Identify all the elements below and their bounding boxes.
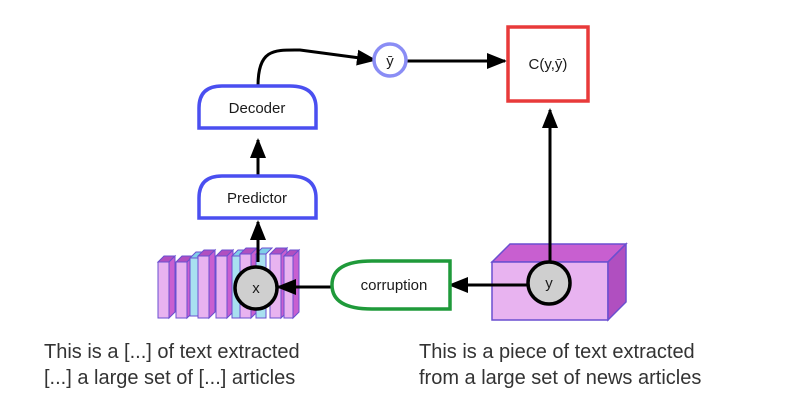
- cost-module: C(y,ȳ): [506, 25, 590, 103]
- x-variable-circle: [233, 265, 279, 311]
- corruption-label: corruption: [361, 277, 428, 294]
- cost-label: C(y,ȳ): [529, 56, 568, 73]
- ybar-node: ȳ: [372, 42, 408, 78]
- right-caption-line1: This is a piece of text extracted: [419, 341, 695, 363]
- predictor-module: Predictor: [197, 174, 318, 220]
- y-variable-circle: [526, 260, 572, 306]
- arrow-decoder-to-ybar: [256, 48, 377, 87]
- x-label: x: [252, 280, 260, 297]
- token-slab: [282, 248, 301, 320]
- token-slab: [156, 254, 177, 320]
- ybar-latent-circle: [372, 42, 408, 78]
- decoder-module: Decoder: [197, 84, 318, 130]
- corruption-module: corruption: [330, 259, 452, 311]
- right-caption-line2: from a large set of news articles: [419, 367, 701, 389]
- ybar-label: ȳ: [386, 53, 394, 70]
- x-node: x: [233, 265, 279, 311]
- left-caption-line1: This is a [...] of text extracted: [44, 341, 300, 363]
- decoder-label: Decoder: [229, 100, 286, 117]
- y-label: y: [545, 275, 553, 292]
- predictor-label: Predictor: [227, 190, 287, 207]
- token-slab: [214, 248, 235, 320]
- token-slab: [196, 248, 217, 320]
- left-caption-line2: [...] a large set of [...] articles: [44, 367, 295, 389]
- y-node: y: [526, 260, 572, 306]
